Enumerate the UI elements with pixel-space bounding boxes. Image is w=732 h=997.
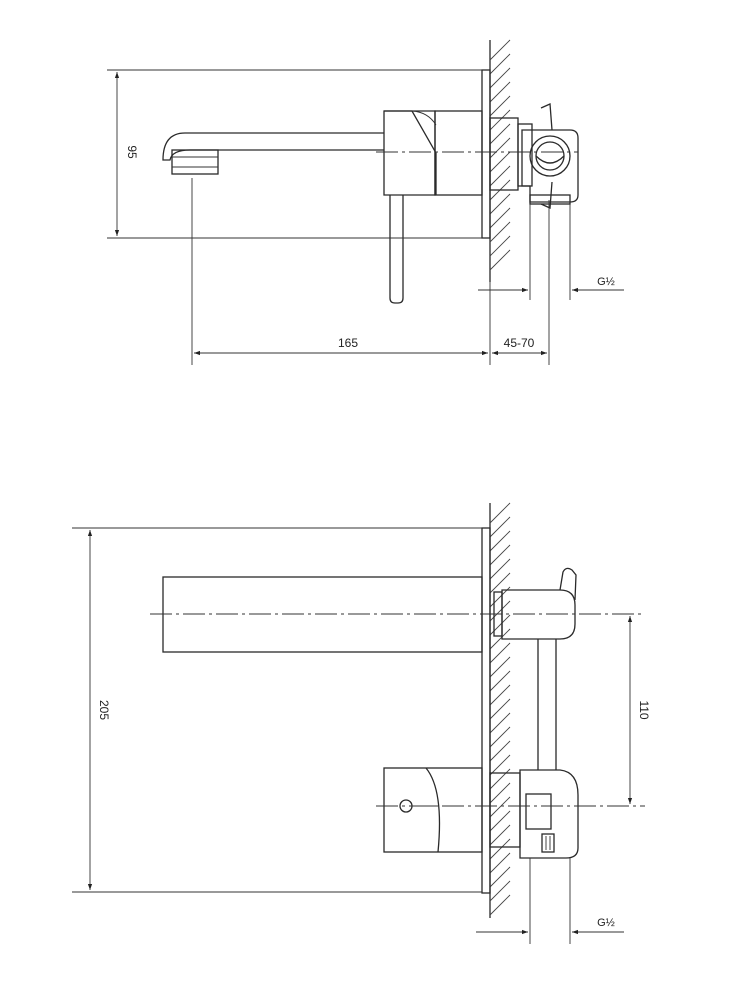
diverter-upper	[501, 589, 576, 640]
mixer-body-front	[383, 767, 483, 853]
mixer-body-side	[383, 110, 436, 196]
valve-housing-bottom	[519, 769, 579, 859]
spout-outlet	[171, 149, 219, 175]
side-view: 95 165 45-70 G½	[107, 39, 624, 365]
wall-hatch-bottom	[489, 502, 511, 918]
dim-wall-depth: 45-70	[504, 336, 535, 350]
front-view: 205 110 G½	[72, 502, 651, 944]
dim-height-top: 95	[125, 145, 139, 159]
spout-front	[162, 576, 483, 653]
valve-circle	[529, 135, 571, 177]
wall-hatch-top	[489, 39, 511, 282]
lever-side	[389, 195, 404, 304]
dim-spout-length: 165	[338, 336, 358, 350]
wall-plate-top	[481, 69, 491, 239]
dim-height-bottom: 205	[97, 700, 111, 720]
dim-spacing: 110	[637, 700, 651, 719]
spout-side	[162, 132, 384, 161]
dim-thread-bottom: G½	[597, 917, 615, 929]
wall-plate-bottom	[481, 527, 491, 894]
valve-housing-top	[521, 129, 579, 203]
dim-thread-top: G½	[597, 276, 615, 288]
